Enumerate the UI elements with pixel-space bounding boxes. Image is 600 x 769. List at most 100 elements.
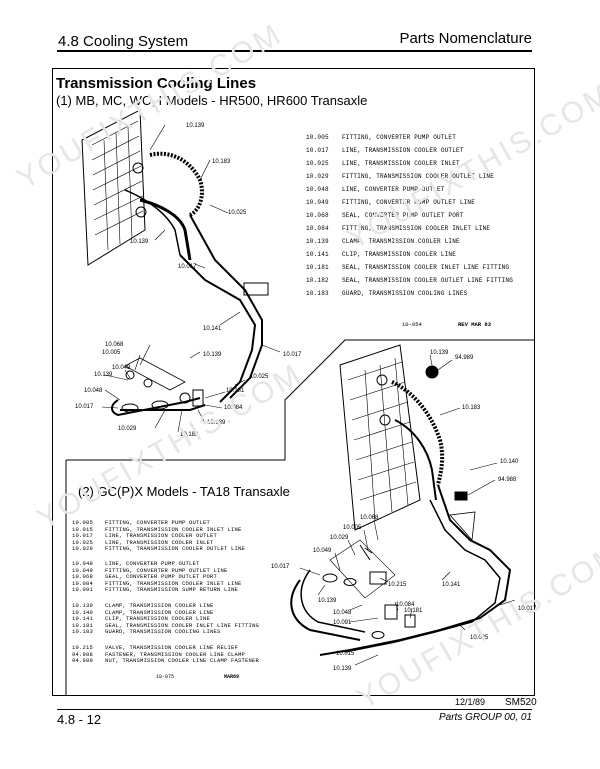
section-heading: 4.8 Cooling System bbox=[58, 33, 189, 50]
part-desc: VALVE, TRANSMISSION COOLER LINE RELIEF bbox=[105, 644, 239, 651]
part-desc: CLAMP, TRANSMISSION COOLER LINE bbox=[342, 238, 460, 245]
part-number: 10.068 bbox=[306, 212, 329, 219]
legend-row: 10.029 FITTING, TRANSMISSION COOLER OUTLE… bbox=[72, 545, 246, 553]
part-number: 94.988 bbox=[72, 650, 94, 658]
footer-rule bbox=[57, 709, 532, 710]
cooler-line-1 bbox=[189, 214, 263, 399]
part-number: 10.091 bbox=[72, 586, 94, 593]
part-desc: FITTING, TRANSMISSION SUMP RETURN LINE bbox=[105, 586, 239, 593]
callout: 10.049 bbox=[313, 548, 332, 554]
callout: 10.017 bbox=[283, 352, 302, 358]
part-desc: SEAL, TRANSMISSION COOLER INLET LINE FIT… bbox=[105, 621, 260, 629]
revision: REV MAR 83 bbox=[458, 321, 492, 328]
part-desc: FITTING, CONVERTER PUMP OUTLET LINE bbox=[105, 566, 228, 574]
callout: 10.091 bbox=[333, 620, 352, 626]
cooler-line-3 bbox=[319, 484, 512, 656]
part-desc: SEAL, TRANSMISSION COOLER INLET LINE FIT… bbox=[342, 264, 510, 271]
part-desc: GUARD, TRANSMISSION COOLING LINES bbox=[105, 628, 221, 635]
callout: 10.183 bbox=[462, 405, 481, 411]
part-desc: FITTING, CONVERTER PUMP OUTLET bbox=[342, 134, 457, 141]
callout: 10.141 bbox=[442, 582, 461, 588]
header-rule bbox=[57, 50, 532, 52]
legend-row: 10.015 FITTING, TRANSMISSION COOLER INLET… bbox=[72, 525, 242, 534]
part-number: 10.025 bbox=[306, 160, 329, 167]
legend-row: 10.091 FITTING, TRANSMISSION SUMP RETURN … bbox=[72, 586, 239, 594]
callout: 10.017 bbox=[75, 404, 94, 410]
callout: 10.215 bbox=[388, 582, 407, 588]
section2-leaders bbox=[299, 354, 516, 666]
callout: 10.139 bbox=[203, 352, 222, 358]
radiator-2 bbox=[339, 344, 421, 531]
part-desc: LINE, TRANSMISSION COOLER OUTLET bbox=[105, 532, 218, 539]
part-number: 10.005 bbox=[72, 519, 94, 526]
part-desc: SEAL, CONVERTER PUMP OUTLET PORT bbox=[342, 212, 464, 219]
hose-guard-2 bbox=[391, 380, 445, 486]
legend-row: 10.141 CLIP, TRANSMISSION COOLER LINE bbox=[306, 251, 456, 258]
part-desc: CLIP, TRANSMISSION COOLER LINE bbox=[342, 251, 457, 258]
part-desc: GUARD, TRANSMISSION COOLING LINES bbox=[342, 290, 468, 297]
callout: 94.989 bbox=[455, 355, 474, 361]
legend-row: 10.025 LINE, TRANSMISSION COOLER INLET bbox=[306, 160, 460, 167]
part-number: 10.215 bbox=[72, 644, 94, 651]
callout: 10.141 bbox=[203, 326, 222, 332]
callout: 10.068 bbox=[105, 342, 124, 348]
figure-frame bbox=[52, 68, 535, 696]
part-desc: CLIP, TRANSMISSION COOLER LINE bbox=[105, 615, 211, 622]
revision: MAR89 bbox=[224, 674, 240, 680]
section1-drawing bbox=[81, 109, 269, 417]
callout: 10.183 bbox=[212, 159, 231, 165]
section1-subtitle: (1) MB, MC, WC, I Models - HR500, HR600 … bbox=[56, 93, 368, 108]
part-desc: NUT, TRANSMISSION COOLER LINE CLAMP FAST… bbox=[105, 657, 260, 664]
page-header: 4.8 Cooling System Parts Nomenclature bbox=[0, 0, 600, 52]
cooler-line-2 bbox=[179, 254, 257, 403]
section2-panel bbox=[66, 339, 535, 461]
radiator-1 bbox=[81, 109, 146, 266]
callout: 10.017 bbox=[518, 606, 537, 612]
callout: 10.140 bbox=[500, 459, 519, 465]
part-number: 10.140 bbox=[72, 608, 94, 616]
callout: 10.139 bbox=[333, 666, 352, 672]
callout: 10.139 bbox=[94, 372, 113, 378]
part-desc: LINE, TRANSMISSION COOLER INLET bbox=[342, 160, 460, 167]
callout: 10.139 bbox=[186, 123, 205, 129]
section1-title: Transmission Cooling Lines bbox=[56, 75, 257, 92]
callout: 10.025 bbox=[250, 374, 269, 380]
part-desc: FASTENER, TRANSMISSION COOLER LINE CLAMP bbox=[105, 650, 246, 658]
part-desc: FITTING, TRANSMISSION COOLER INLET LINE bbox=[105, 525, 242, 533]
part-desc: FITTING, TRANSMISSION COOLER OUTLET LINE bbox=[105, 545, 246, 552]
part-number: 10.029 bbox=[72, 545, 94, 552]
section2-drawing bbox=[290, 344, 512, 656]
callout: 10.015 bbox=[336, 651, 355, 657]
callout: 10.139 bbox=[130, 239, 149, 245]
callout: 10.048 bbox=[333, 610, 352, 616]
part-number: 10.048 bbox=[72, 560, 94, 567]
part-number: 10.182 bbox=[306, 277, 329, 284]
callout: 10.005 bbox=[343, 525, 362, 531]
part-number: 10.181 bbox=[306, 264, 329, 271]
callout: 10.084 bbox=[396, 602, 415, 608]
part-number: 10.049 bbox=[306, 199, 329, 206]
section2-callouts: 10.139 94.989 10.183 10.140 94.988 10.06… bbox=[271, 350, 537, 672]
part-number: 10.068 bbox=[72, 573, 94, 580]
part-number: 10.029 bbox=[306, 173, 329, 180]
part-number: 10.015 bbox=[72, 525, 94, 533]
callout: 10.049 bbox=[112, 365, 131, 371]
part-number: 10.141 bbox=[306, 251, 329, 258]
